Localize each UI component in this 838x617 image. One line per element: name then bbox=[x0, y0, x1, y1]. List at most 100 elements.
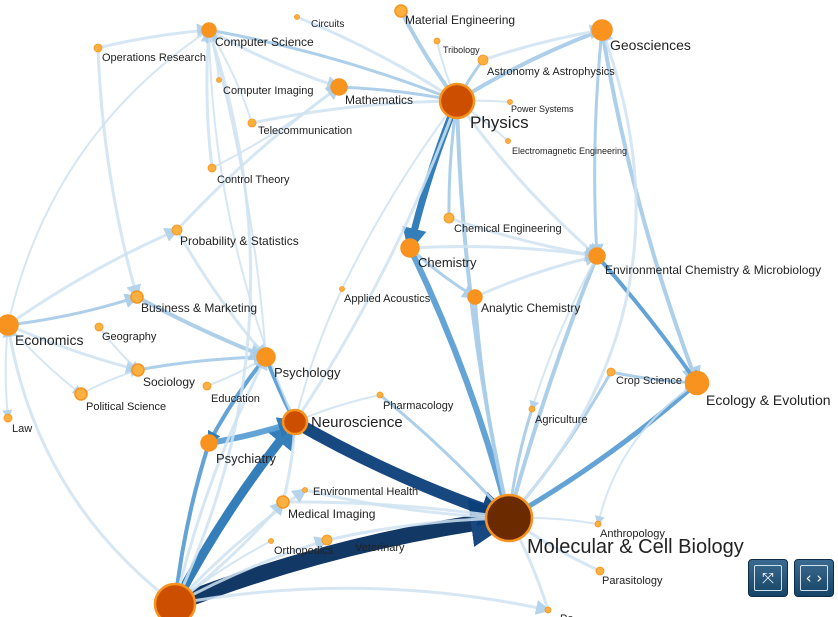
edge-ecology-evolution-to-anthropology bbox=[594, 382, 698, 526]
node-label-business-marketing: Business & Marketing bbox=[141, 301, 257, 315]
node-label-geosciences: Geosciences bbox=[610, 37, 691, 53]
node-environmental-chemistry[interactable] bbox=[588, 247, 606, 265]
node-control-theory[interactable] bbox=[207, 163, 217, 173]
node-label-physics: Physics bbox=[470, 113, 529, 132]
edge-sociology-to-psychology bbox=[136, 349, 269, 372]
node-ecology-evolution[interactable] bbox=[684, 370, 710, 396]
edge-chemistry-to-environmental-chemistry bbox=[408, 244, 600, 262]
left-right-arrows-icon: ‹ › bbox=[800, 565, 828, 591]
node-label-parasitology: Parasitology bbox=[602, 575, 663, 587]
node-mathematics[interactable] bbox=[330, 78, 348, 96]
node-geography[interactable] bbox=[94, 322, 104, 332]
edge-analytic-chemistry-to-environmental-chemistry bbox=[473, 251, 600, 299]
node-label-astronomy: Astronomy & Astrophysics bbox=[487, 66, 615, 78]
node-computer-science[interactable] bbox=[201, 22, 217, 38]
node-psychology[interactable] bbox=[256, 347, 276, 367]
node-label-political-science: Political Science bbox=[86, 401, 166, 413]
edge-astronomy-to-geosciences bbox=[481, 24, 605, 62]
node-label-psychiatry: Psychiatry bbox=[216, 451, 276, 466]
node-medical-imaging[interactable] bbox=[276, 495, 290, 509]
node-label-environmental-chemistry: Environmental Chemistry & Microbiology bbox=[605, 263, 821, 277]
edge-molecular-cell-biology-to-geosciences bbox=[507, 27, 638, 520]
node-psychiatry[interactable] bbox=[200, 434, 218, 452]
node-label-anthropology: Anthropology bbox=[600, 528, 665, 540]
node-label-psychology: Psychology bbox=[274, 365, 341, 380]
node-label-medical-imaging: Medical Imaging bbox=[288, 507, 375, 521]
node-label-geography: Geography bbox=[102, 331, 157, 343]
edge-medicine-to-partial-bottom bbox=[173, 586, 551, 615]
edge-medicine-to-neuroscience bbox=[170, 417, 300, 609]
node-power-systems[interactable] bbox=[507, 99, 513, 105]
node-label-neuroscience: Neuroscience bbox=[311, 414, 403, 431]
node-economics[interactable] bbox=[0, 314, 19, 336]
node-agriculture[interactable] bbox=[528, 405, 536, 413]
node-orthopedics[interactable] bbox=[268, 538, 274, 544]
node-label-computer-imaging: Computer Imaging bbox=[223, 85, 314, 97]
node-veterinary[interactable] bbox=[321, 534, 333, 546]
fit-to-screen-button[interactable]: ⤧ bbox=[748, 559, 788, 597]
edge-applied-acoustics-to-neuroscience bbox=[292, 288, 343, 424]
edge-applied-acoustics-to-physics bbox=[341, 99, 459, 290]
node-applied-acoustics[interactable] bbox=[339, 286, 345, 292]
view-controls: ⤧ ‹ › bbox=[742, 553, 838, 599]
edge-neuroscience-to-physics bbox=[293, 98, 460, 424]
node-medicine[interactable] bbox=[153, 582, 197, 617]
node-telecommunication[interactable] bbox=[247, 118, 257, 128]
node-circuits[interactable] bbox=[294, 14, 300, 20]
edge-business-marketing-to-psychology bbox=[135, 295, 270, 361]
node-probability-statistics[interactable] bbox=[171, 224, 183, 236]
node-partial-bottom[interactable] bbox=[544, 606, 552, 614]
edge-probability-statistics-to-mathematics bbox=[175, 85, 342, 232]
node-political-science[interactable] bbox=[74, 387, 88, 401]
node-computer-imaging[interactable] bbox=[216, 77, 222, 83]
edge-circuits-to-physics bbox=[295, 15, 460, 103]
node-label-analytic-chemistry: Analytic Chemistry bbox=[481, 301, 580, 315]
node-molecular-cell-biology[interactable] bbox=[484, 493, 534, 543]
node-label-education: Education bbox=[211, 393, 260, 405]
node-material-engineering[interactable] bbox=[394, 4, 408, 18]
node-label-applied-acoustics: Applied Acoustics bbox=[344, 293, 431, 305]
node-label-veterinary: Veterinary bbox=[355, 542, 405, 554]
node-label-computer-science: Computer Science bbox=[215, 35, 314, 49]
edge-environmental-chemistry-to-ecology-evolution bbox=[595, 254, 699, 386]
edge-environmental-health-to-molecular-cell-biology bbox=[303, 488, 512, 526]
node-parasitology[interactable] bbox=[595, 566, 605, 576]
node-chemical-engineering[interactable] bbox=[443, 212, 455, 224]
node-neuroscience[interactable] bbox=[281, 408, 309, 436]
node-label-environmental-health: Environmental Health bbox=[313, 486, 418, 498]
node-label-material-engineering: Material Engineering bbox=[405, 13, 515, 27]
node-environmental-health[interactable] bbox=[302, 487, 308, 493]
node-analytic-chemistry[interactable] bbox=[467, 289, 483, 305]
edge-economics-to-law bbox=[2, 324, 13, 420]
edge-crop-science-to-molecular-cell-biology bbox=[507, 370, 613, 521]
node-sociology[interactable] bbox=[131, 363, 145, 377]
edge-medicine-to-economics bbox=[2, 322, 177, 606]
node-crop-science[interactable] bbox=[606, 367, 616, 377]
node-physics[interactable] bbox=[438, 82, 476, 120]
node-astronomy[interactable] bbox=[477, 54, 489, 66]
node-operations-research[interactable] bbox=[93, 43, 103, 53]
node-label-control-theory: Control Theory bbox=[217, 174, 290, 186]
node-label-pharmacology: Pharmacology bbox=[383, 400, 454, 412]
edge-environmental-chemistry-to-agriculture bbox=[529, 255, 598, 411]
edge-geosciences-to-environmental-chemistry bbox=[588, 28, 604, 259]
node-pharmacology[interactable] bbox=[376, 391, 384, 399]
node-business-marketing[interactable] bbox=[130, 290, 144, 304]
node-label-chemical-engineering: Chemical Engineering bbox=[454, 223, 562, 235]
edge-political-science-to-sociology bbox=[80, 367, 140, 395]
edge-probability-statistics-to-psychology bbox=[175, 228, 268, 360]
node-electromagnetic-engineering[interactable] bbox=[505, 138, 511, 144]
node-law[interactable] bbox=[3, 413, 13, 423]
node-education[interactable] bbox=[202, 381, 212, 391]
node-label-operations-research: Operations Research bbox=[102, 52, 206, 64]
node-anthropology[interactable] bbox=[594, 520, 602, 528]
node-tribology[interactable] bbox=[433, 37, 441, 45]
edge-neuroscience-to-molecular-cell-biology bbox=[289, 416, 516, 526]
node-geosciences[interactable] bbox=[591, 19, 613, 41]
pan-button[interactable]: ‹ › bbox=[794, 559, 834, 597]
edge-economics-to-business-marketing bbox=[6, 293, 140, 327]
node-chemistry[interactable] bbox=[400, 238, 420, 258]
edge-medical-imaging-to-molecular-cell-biology bbox=[281, 500, 512, 524]
node-label-circuits: Circuits bbox=[311, 19, 344, 30]
